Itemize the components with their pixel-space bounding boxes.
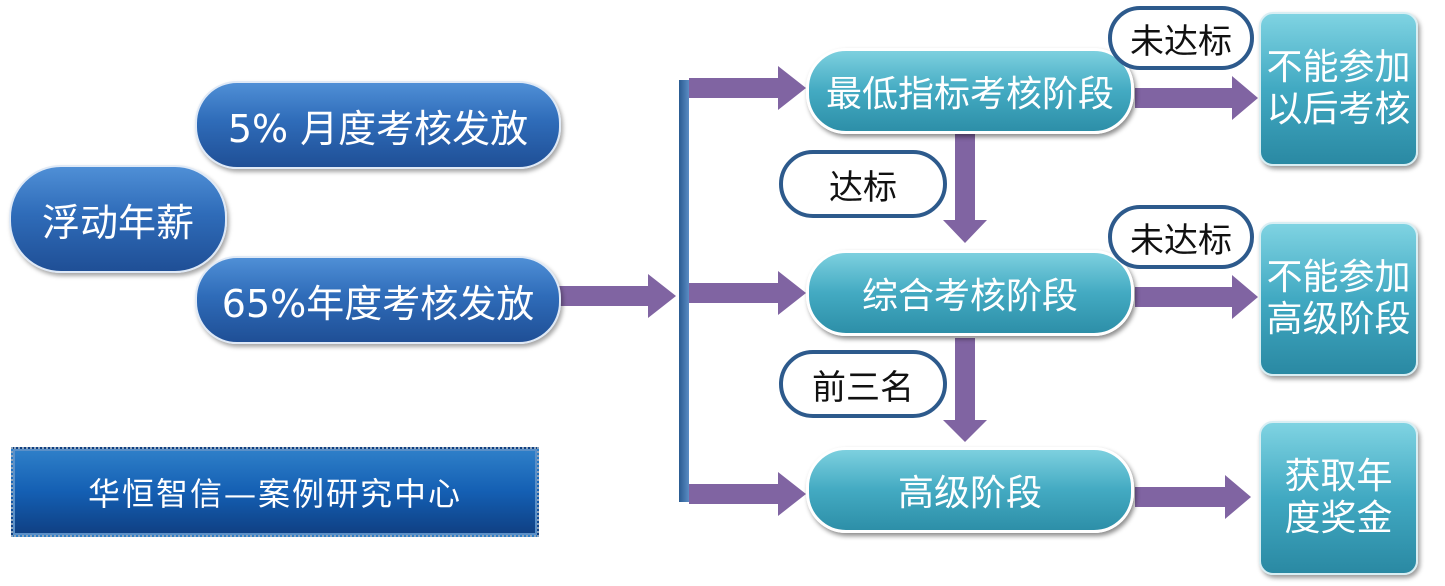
bracket-bar [679,80,689,502]
arrow-bracket-to-comprehensive [689,271,806,315]
arrow-bracket-to-senior [689,472,806,516]
outcome-no-senior-label: 不能参加 高级阶段 [1266,256,1411,340]
annual-release-node: 65%年度考核发放 [195,256,561,344]
arrow-annual-to-bracket [558,274,676,318]
stage-senior-label: 高级阶段 [897,473,1042,514]
outcome-no-later-label: 不能参加 以后考核 [1266,46,1411,130]
stage-minimum: 最低指标考核阶段 [806,48,1134,134]
outcome-annual-bonus: 获取年 度奖金 [1259,421,1418,575]
floating-salary-node: 浮动年薪 [9,165,227,273]
stage-comprehensive: 综合考核阶段 [806,250,1134,336]
arrow-comprehensive-to-outcome [1135,275,1258,319]
condition-top-three-label: 前三名 [812,367,914,408]
arrow-minimum-to-outcome [1135,76,1258,120]
outcome-no-senior-stage: 不能参加 高级阶段 [1259,222,1418,376]
condition-fail-2-label: 未达标 [1130,220,1232,261]
floating-salary-label: 浮动年薪 [41,200,194,245]
condition-pass-label: 达标 [829,167,897,208]
stage-senior: 高级阶段 [806,447,1134,533]
arrow-bracket-to-minimum [689,66,806,110]
stage-comprehensive-label: 综合考核阶段 [861,276,1078,317]
condition-top-three: 前三名 [779,350,947,418]
annual-release-label: 65%年度考核发放 [221,281,535,326]
condition-fail-1-label: 未达标 [1130,21,1232,62]
condition-pass: 达标 [779,150,947,218]
arrow-comprehensive-to-senior [943,338,987,442]
arrow-minimum-to-comprehensive [943,133,987,243]
outcome-no-later-assessment: 不能参加 以后考核 [1259,12,1418,166]
brand-banner: 华恒智信—案例研究中心 [11,447,539,537]
condition-fail-1: 未达标 [1108,6,1254,70]
monthly-release-label: 5% 月度考核发放 [227,106,529,151]
brand-text: 华恒智信—案例研究中心 [87,475,462,513]
outcome-bonus-label: 获取年 度奖金 [1284,455,1393,539]
arrow-senior-to-outcome [1135,475,1251,519]
stage-minimum-label: 最低指标考核阶段 [825,74,1114,115]
condition-fail-2: 未达标 [1108,205,1254,269]
monthly-release-node: 5% 月度考核发放 [195,81,561,169]
